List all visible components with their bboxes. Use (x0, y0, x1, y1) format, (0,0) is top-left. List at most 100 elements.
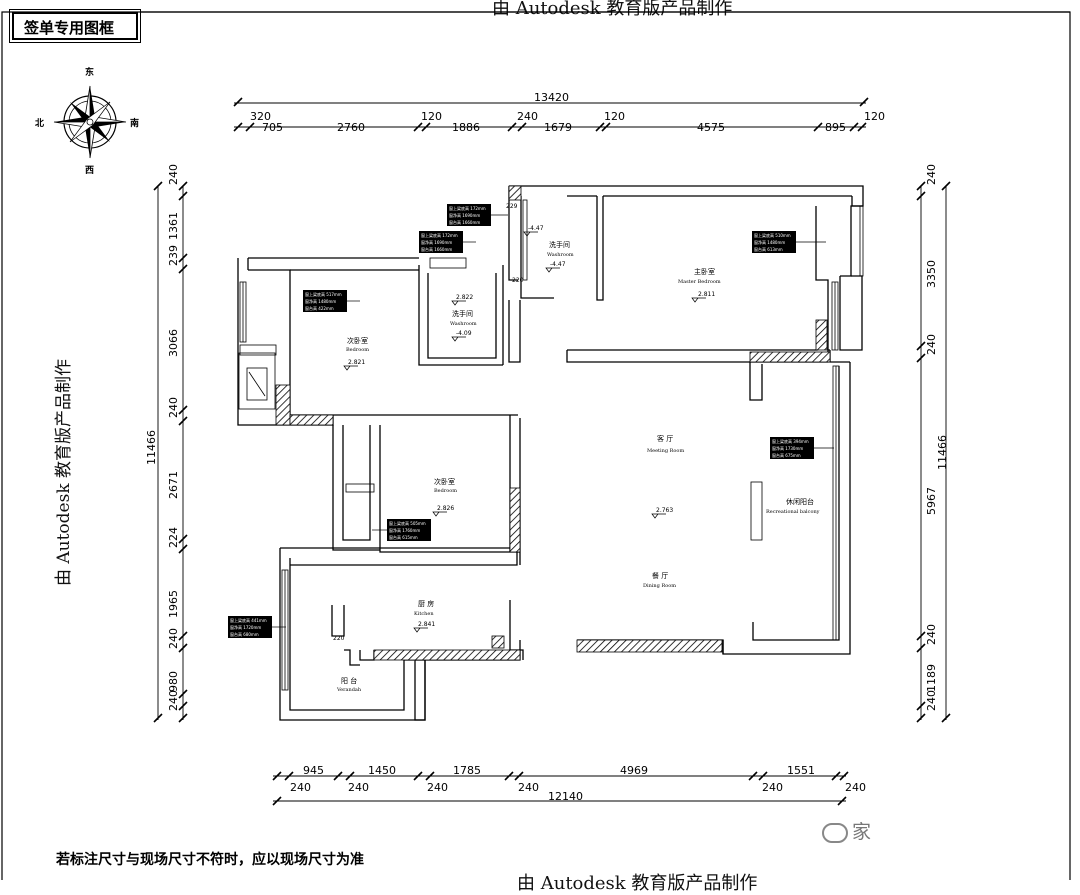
top-dim-seg: 705 (262, 121, 283, 134)
top-dim-seg: 1886 (452, 121, 480, 134)
room-name-cn: 次卧室 (347, 336, 368, 345)
edu-watermark-top: 由 Autodesk 教育版产品制作 (492, 0, 733, 19)
right-dim-seg: 240 (925, 624, 938, 645)
compass-label-east: 东 (85, 66, 94, 78)
window-tag-line: 窗台高 1660mm (449, 219, 480, 225)
room-name-en: Bedroom (434, 488, 457, 494)
level-mark: 2.811 (698, 291, 715, 298)
room-name-en: Recreational balcony (766, 509, 820, 515)
compass-rose (53, 85, 127, 159)
compass-label-south: 南 (130, 117, 139, 129)
bottom-wall-dim: 240 (762, 781, 783, 794)
bottom-dim-seg: 945 (303, 764, 324, 777)
room-living: 客 厅 Meeting Room 2.763 (647, 434, 684, 514)
stamp-label: 签单专用图框 (9, 9, 141, 43)
room-bedroom-left: 次卧室 Bedroom 2.821 (346, 336, 369, 366)
window-tag: 窗上梁底高 517mm 窗净高 1480mm 窗台高 422mm (303, 290, 347, 312)
right-dim-texts: 240 3350 240 5967 240 1189 240 11466 (925, 164, 949, 711)
right-dim-seg: 3350 (925, 260, 938, 288)
bottom-dimension-lines (272, 771, 849, 806)
room-name-en: Master Bedroom (678, 279, 721, 285)
left-dim-seg: 2671 (167, 471, 180, 499)
top-dimension-lines (233, 97, 869, 132)
room-veranda: 阳 台 Verandah (336, 676, 362, 693)
room-name-cn: 休闲阳台 (786, 497, 814, 506)
bottom-wall-dim: 240 (290, 781, 311, 794)
right-dim-seg: 5967 (925, 487, 938, 515)
window-tag: 窗上梁底高 441mm 窗净高 1720mm 窗台高 680mm (228, 616, 272, 638)
window-tag-line: 窗台高 680mm (230, 631, 259, 637)
right-overall-dim: 11466 (936, 435, 949, 470)
left-dimension-lines (153, 181, 188, 723)
window-tag-line: 窗上梁底高 394mm (772, 438, 809, 444)
left-dim-seg: 240 (167, 690, 180, 711)
left-dim-texts: 11466 240 1361 239 3066 240 2671 224 196… (145, 164, 180, 711)
top-dim-seg: 895 (825, 121, 846, 134)
window-tag: 窗上梁底高 172mm 窗净高 1690mm 窗台高 1660mm (447, 204, 491, 226)
window-tag-line: 窗净高 1730mm (772, 445, 803, 451)
room-name-cn: 次卧室 (434, 477, 455, 486)
room-name-en: Washroom (547, 252, 574, 258)
room-name-en: Kitchen (414, 611, 434, 617)
small-mark: 220 (512, 277, 524, 284)
right-dim-seg: 240 (925, 690, 938, 711)
hatched-walls (275, 185, 831, 661)
left-dim-seg: 1361 (167, 212, 180, 240)
window-tag-line: 窗上梁底高 505mm (389, 520, 426, 526)
room-name-cn: 餐 厅 (652, 571, 668, 580)
footnote: 若标注尺寸与现场尺寸不符时，应以现场尺寸为准 (56, 852, 364, 868)
left-dim-seg: 240 (167, 164, 180, 185)
level-mark: 2.821 (348, 359, 365, 366)
top-dim-seg: 320 (250, 110, 271, 123)
window-tag-line: 窗净高 1760mm (389, 527, 420, 533)
right-dim-seg: 1189 (925, 664, 938, 692)
room-name-en: Verandah (336, 687, 362, 693)
bottom-overall-dim: 12140 (548, 790, 583, 803)
level-mark: -4.09 (456, 330, 472, 337)
windows (238, 199, 864, 691)
left-dim-seg: 239 (167, 245, 180, 266)
window-tag-line: 窗台高 613mm (754, 246, 783, 252)
room-name-cn: 阳 台 (341, 676, 357, 685)
left-dim-seg: 224 (167, 527, 180, 548)
top-dim-seg: 120 (604, 110, 625, 123)
bottom-dim-seg: 4969 (620, 764, 648, 777)
level-markers (343, 231, 706, 633)
bottom-wall-dim: 240 (518, 781, 539, 794)
level-mark: 2.826 (437, 505, 454, 512)
bottom-dim-seg: 1450 (368, 764, 396, 777)
window-tag: 窗上梁底高 394mm 窗净高 1730mm 窗台高 675mm (770, 437, 814, 459)
top-dim-seg: 2760 (337, 121, 365, 134)
left-dim-seg: 980 (167, 671, 180, 692)
compass-label-west: 西 (85, 165, 94, 176)
level-mark: 2.841 (418, 621, 435, 628)
window-tag-line: 窗净高 1690mm (449, 212, 480, 218)
room-master-bedroom: 主卧室 Master Bedroom 2.811 (678, 267, 721, 298)
left-dim-seg: 3066 (167, 329, 180, 357)
window-tag: 窗上梁底高 505mm 窗净高 1760mm 窗台高 615mm (387, 519, 431, 541)
room-name-cn: 厨 房 (418, 599, 434, 608)
window-tag-line: 窗上梁底高 172mm (449, 205, 486, 211)
room-name-cn: 客 厅 (657, 434, 673, 443)
window-tag: 窗上梁底高 510mm 窗净高 1480mm 窗台高 613mm (752, 231, 796, 253)
bottom-dim-seg: 1785 (453, 764, 481, 777)
level-mark: 2.763 (656, 507, 673, 514)
right-dim-seg: 240 (925, 334, 938, 355)
window-tag-line: 窗净高 1480mm (754, 239, 785, 245)
window-tag-line: 窗净高 1480mm (305, 298, 336, 304)
top-dim-seg: 4575 (697, 121, 725, 134)
small-mark: 220 (333, 635, 345, 642)
left-overall-dim: 11466 (145, 430, 158, 465)
room-name-en: Dining Room (643, 583, 676, 589)
right-dimension-lines (916, 181, 951, 723)
room-name-en: Bedroom (346, 347, 369, 353)
top-dim-seg: 120 (864, 110, 885, 123)
window-tag-line: 窗台高 422mm (305, 305, 334, 311)
window-tag-line: 窗上梁底高 172mm (421, 232, 458, 238)
right-dim-seg: 240 (925, 164, 938, 185)
compass-label-north: 北 (35, 117, 44, 129)
room-washroom-top: -4.47 洗手间 Washroom -4.47 (528, 225, 574, 268)
room-washroom-mid: 2.822 洗手间 Washroom -4.09 (450, 294, 477, 337)
room-name-cn: 洗手间 (452, 309, 473, 318)
